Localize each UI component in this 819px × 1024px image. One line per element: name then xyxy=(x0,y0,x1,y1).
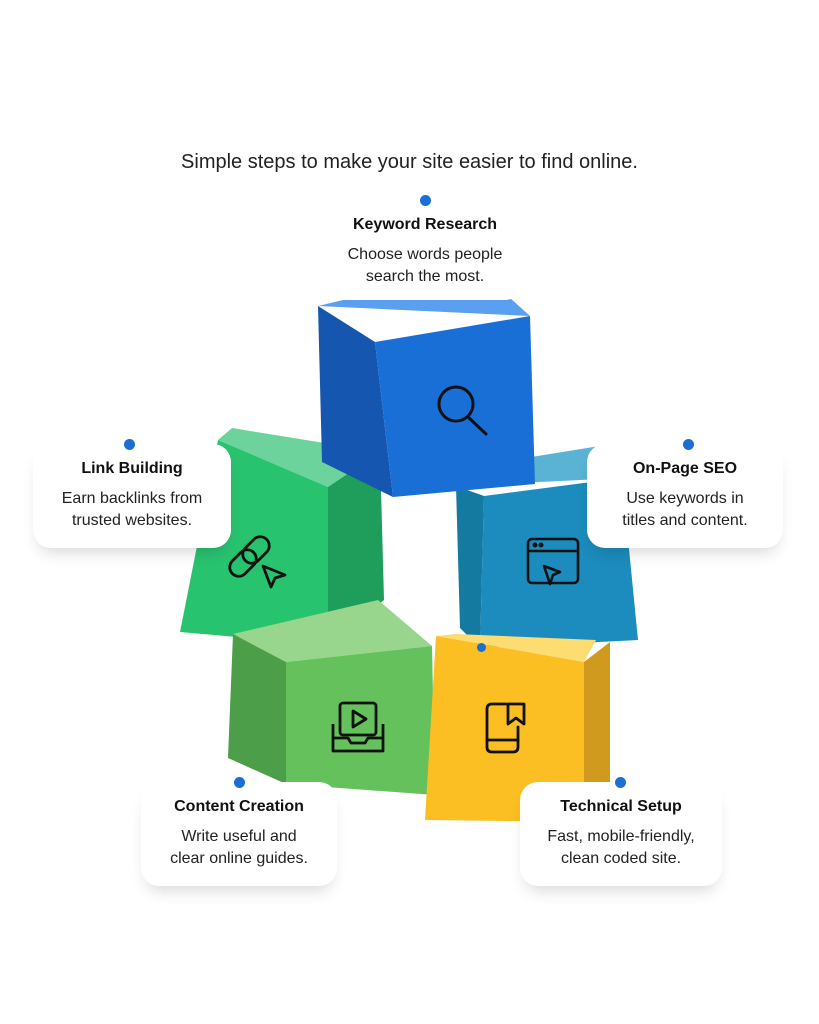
card-desc-line-2: clean coded site. xyxy=(560,850,682,867)
marker-dot-keyword-research xyxy=(420,195,431,206)
card-title: Technical Setup xyxy=(560,798,682,815)
card-desc-line-2: search the most. xyxy=(365,268,485,285)
card-title: Link Building xyxy=(81,460,183,477)
card-desc-line-2: clear online guides. xyxy=(170,850,308,867)
card-title: Keyword Research xyxy=(352,216,498,233)
card-title: On-Page SEO xyxy=(632,460,738,477)
browser-cursor-icon xyxy=(526,537,580,586)
search-icon xyxy=(437,385,488,436)
card-desc-line-2: trusted websites. xyxy=(71,512,193,529)
card-desc-line-1: Fast, mobile-friendly, xyxy=(547,828,695,845)
cube-technical-setup xyxy=(425,634,610,822)
card-desc-line-1: Use keywords in xyxy=(626,490,744,507)
card-title: Content Creation xyxy=(174,798,304,815)
link-cursor-icon xyxy=(228,535,287,589)
mobile-bookmark-icon xyxy=(485,702,526,754)
subtitle: Simple steps to make your site easier to… xyxy=(181,151,638,173)
card-content-creation: Content Creation Write useful and clear … xyxy=(141,782,337,886)
card-desc-line-1: Choose words people xyxy=(347,246,503,263)
card-technical-setup: Technical Setup Fast, mobile-friendly, c… xyxy=(520,782,722,886)
marker-dot-center xyxy=(477,643,486,652)
marker-dot-link-building xyxy=(124,439,135,450)
card-desc-line-2: titles and content. xyxy=(622,512,748,529)
card-desc-line-1: Write useful and xyxy=(181,828,297,845)
cube-keyword-research xyxy=(318,296,535,497)
card-on-page-seo: On-Page SEO Use keywords in titles and c… xyxy=(587,444,783,548)
card-link-building: Link Building Earn backlinks from truste… xyxy=(33,444,231,548)
marker-dot-on-page-seo xyxy=(683,439,694,450)
marker-dot-content-creation xyxy=(234,777,245,788)
marker-dot-technical-setup xyxy=(615,777,626,788)
card-desc-line-1: Earn backlinks from xyxy=(61,490,203,507)
video-tray-icon xyxy=(331,701,385,753)
cube-content-creation xyxy=(228,600,435,795)
card-keyword-research: Keyword Research Choose words people sea… xyxy=(327,200,523,300)
